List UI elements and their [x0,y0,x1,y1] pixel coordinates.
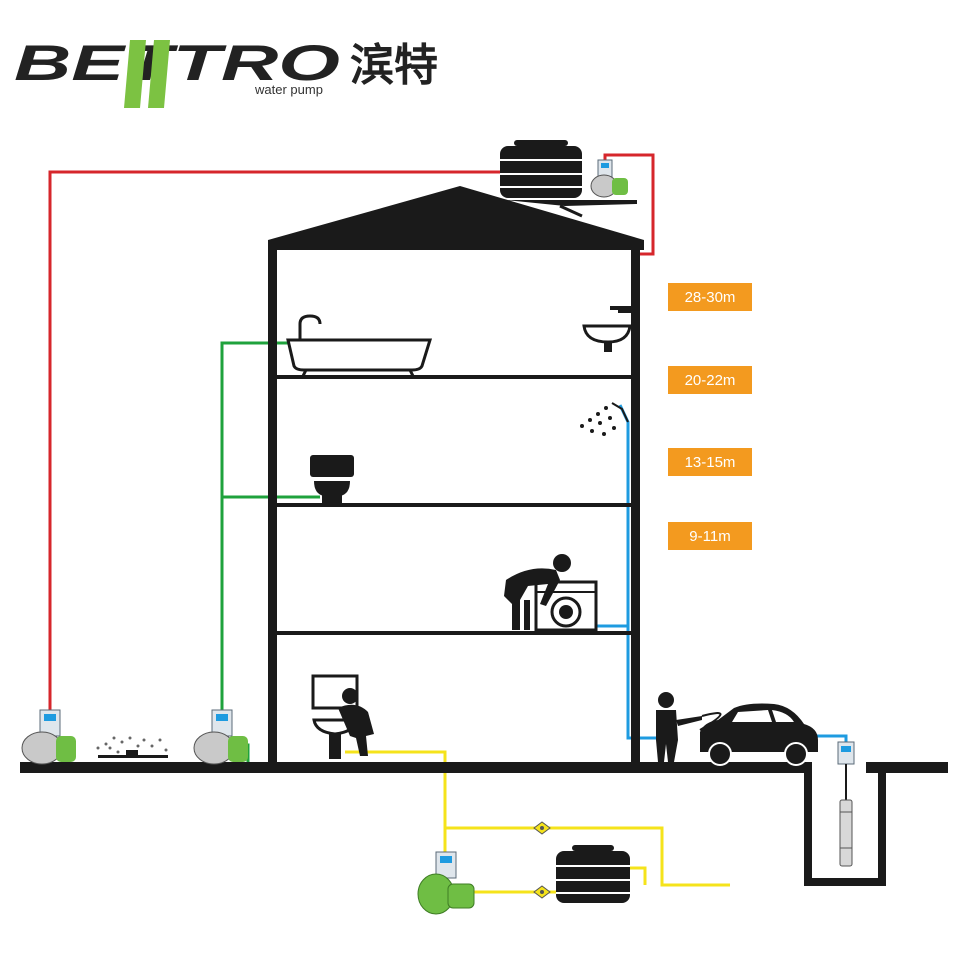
person-icon [338,688,374,756]
sink-icon [582,306,632,352]
height-label-13-15m: 13-15m [668,448,752,476]
booster-pump-icon [590,159,628,198]
floor-1 [277,631,631,635]
floor-2 [277,503,631,507]
booster-pump-icon [21,709,76,765]
person-icon [504,554,571,630]
well-left-wall [804,762,812,886]
valve-icon [533,885,551,899]
height-label-9-11m: 9-11m [668,522,752,550]
roof-shelf [505,200,637,206]
height-label-text: 20-22m [685,372,736,389]
height-labels: 28-30m 20-22m 13-15m 9-11m [668,283,752,550]
brand-tagline: water pump [254,82,323,97]
ground [20,762,948,886]
brand-name: BETTRO [14,35,340,91]
submersible-pump-icon [837,741,855,867]
height-label-28-30m: 28-30m [668,283,752,311]
right-wall [631,246,640,762]
booster-pump-icon [417,851,475,915]
height-label-text: 13-15m [685,454,736,471]
brand-logo: BETTRO 滨特 water pump [14,35,438,108]
well-bottom [804,878,886,886]
well-right-wall [878,762,886,886]
height-label-text: 28-30m [685,289,736,306]
height-label-20-22m: 20-22m [668,366,752,394]
bathtub-icon [286,314,433,379]
brand-chinese-name: 滨特 [350,40,438,91]
shower-icon [580,402,629,436]
washing-machine-icon [534,580,598,632]
valve-icon [533,821,551,835]
water-tank-icon [556,845,630,903]
car-icon [700,703,818,766]
logo-green-stripe-1 [124,40,146,108]
toilet-icon [310,455,354,503]
floor-3 [277,375,631,379]
left-wall [268,246,277,762]
sprinkler-icon [96,736,168,758]
roof [268,186,644,250]
logo-green-stripe-2 [148,40,170,108]
roof-tank-icon [500,140,582,198]
booster-pump-icon [193,709,248,765]
height-label-text: 9-11m [689,528,730,545]
house [268,186,644,762]
person-icon [656,692,702,762]
